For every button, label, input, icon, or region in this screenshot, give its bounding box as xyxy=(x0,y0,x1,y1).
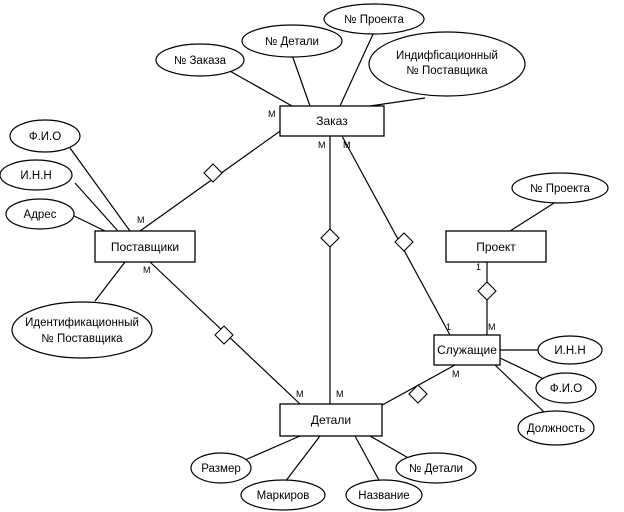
card-parts-right: М xyxy=(336,389,344,399)
card-order-top: М xyxy=(268,109,276,119)
line-supplier-fio xyxy=(69,147,131,232)
attr-part-marking-label: Маркиров xyxy=(257,490,310,502)
line-employee-position xyxy=(494,364,546,414)
attr-employee-inn xyxy=(537,335,603,365)
diamond-project-employees xyxy=(477,281,497,301)
card-suppliers-bottom: М xyxy=(143,265,151,275)
attr-supplier-id-label-1: Идентификационный xyxy=(25,317,139,329)
entity-project-label: Проект xyxy=(476,240,516,254)
line-part-no xyxy=(369,435,413,461)
attr-order-supplier-id-label-2: № Поставщика xyxy=(406,65,488,77)
attr-employee-position xyxy=(517,410,595,446)
attr-part-no xyxy=(395,452,477,484)
attr-project-no xyxy=(511,172,609,204)
attr-order-part-no-label: № Детали xyxy=(265,36,319,48)
entity-order xyxy=(279,105,385,137)
attr-supplier-id-label-2: № Поставщика xyxy=(41,333,123,345)
entity-employees xyxy=(433,334,501,366)
line-employee-fio xyxy=(499,357,551,383)
attr-supplier-fio xyxy=(9,119,81,153)
card-parts-left: М xyxy=(296,389,304,399)
attr-part-name-label: Название xyxy=(358,490,409,502)
attr-supplier-inn xyxy=(0,159,73,191)
card-order-left: М xyxy=(318,140,326,150)
entity-employees-label: Служащие xyxy=(437,343,497,357)
attr-employee-inn-label: И.Н.Н xyxy=(554,345,585,357)
line-supplier-id xyxy=(94,261,126,302)
attr-order-supplier-id xyxy=(368,31,526,97)
entity-suppliers xyxy=(94,230,196,263)
diamond-order-suppliers xyxy=(203,163,223,183)
line-supplier-address xyxy=(69,213,106,232)
card-suppliers-top: М xyxy=(137,215,145,225)
attr-order-supplier-id-label-1: Индифficационный xyxy=(396,50,498,62)
line-order-employees xyxy=(341,135,451,336)
card-order-right: М xyxy=(343,140,351,150)
line-part-size xyxy=(244,435,301,461)
line-order-supplier-id xyxy=(369,97,426,107)
line-part-name xyxy=(354,435,381,483)
diamond-employees-parts xyxy=(408,384,428,404)
line-supplier-inn xyxy=(74,182,119,232)
line-project-no xyxy=(509,197,563,232)
entity-parts xyxy=(279,403,383,437)
attr-supplier-inn-label: И.Н.Н xyxy=(20,170,51,182)
attr-part-no-label: № Детали xyxy=(409,463,463,475)
entity-suppliers-label: Поставщики xyxy=(111,240,179,254)
card-employees-left: 1 xyxy=(446,322,451,332)
card-employees-top: М xyxy=(488,322,496,332)
entity-order-label: Заказ xyxy=(316,114,348,128)
attr-supplier-id xyxy=(11,301,153,359)
line-part-marking xyxy=(284,435,321,483)
attr-project-no-label: № Проекта xyxy=(530,183,590,195)
diamond-order-parts xyxy=(320,228,340,248)
attr-part-size-label: Размер xyxy=(201,463,241,475)
diamond-suppliers-parts xyxy=(214,325,234,345)
attr-part-name xyxy=(345,479,423,511)
attr-supplier-fio-label: Ф.И.О xyxy=(29,131,61,143)
attr-order-part-no xyxy=(241,24,343,58)
card-project-bottom: 1 xyxy=(476,262,481,272)
card-employees-bottom: М xyxy=(452,369,460,379)
attr-order-no-label: № Заказа xyxy=(174,55,227,67)
attr-employee-fio xyxy=(535,372,597,404)
attr-order-project-no xyxy=(323,3,425,35)
attr-part-marking xyxy=(240,479,326,511)
attr-order-no xyxy=(155,43,245,77)
attr-order-project-no-label: № Проекта xyxy=(344,14,404,26)
diamond-order-employees xyxy=(394,232,414,252)
attr-supplier-address-label: Адрес xyxy=(24,209,57,221)
entity-project xyxy=(445,230,547,263)
entity-parts-label: Детали xyxy=(311,413,351,427)
line-order-project-no xyxy=(339,31,375,107)
attr-employee-position-label: Должность xyxy=(527,423,585,435)
attr-supplier-address xyxy=(5,198,75,230)
attr-employee-fio-label: Ф.И.О xyxy=(550,383,582,395)
attr-part-size xyxy=(190,452,252,484)
line-order-no xyxy=(227,69,293,107)
line-order-part-no xyxy=(291,54,311,107)
